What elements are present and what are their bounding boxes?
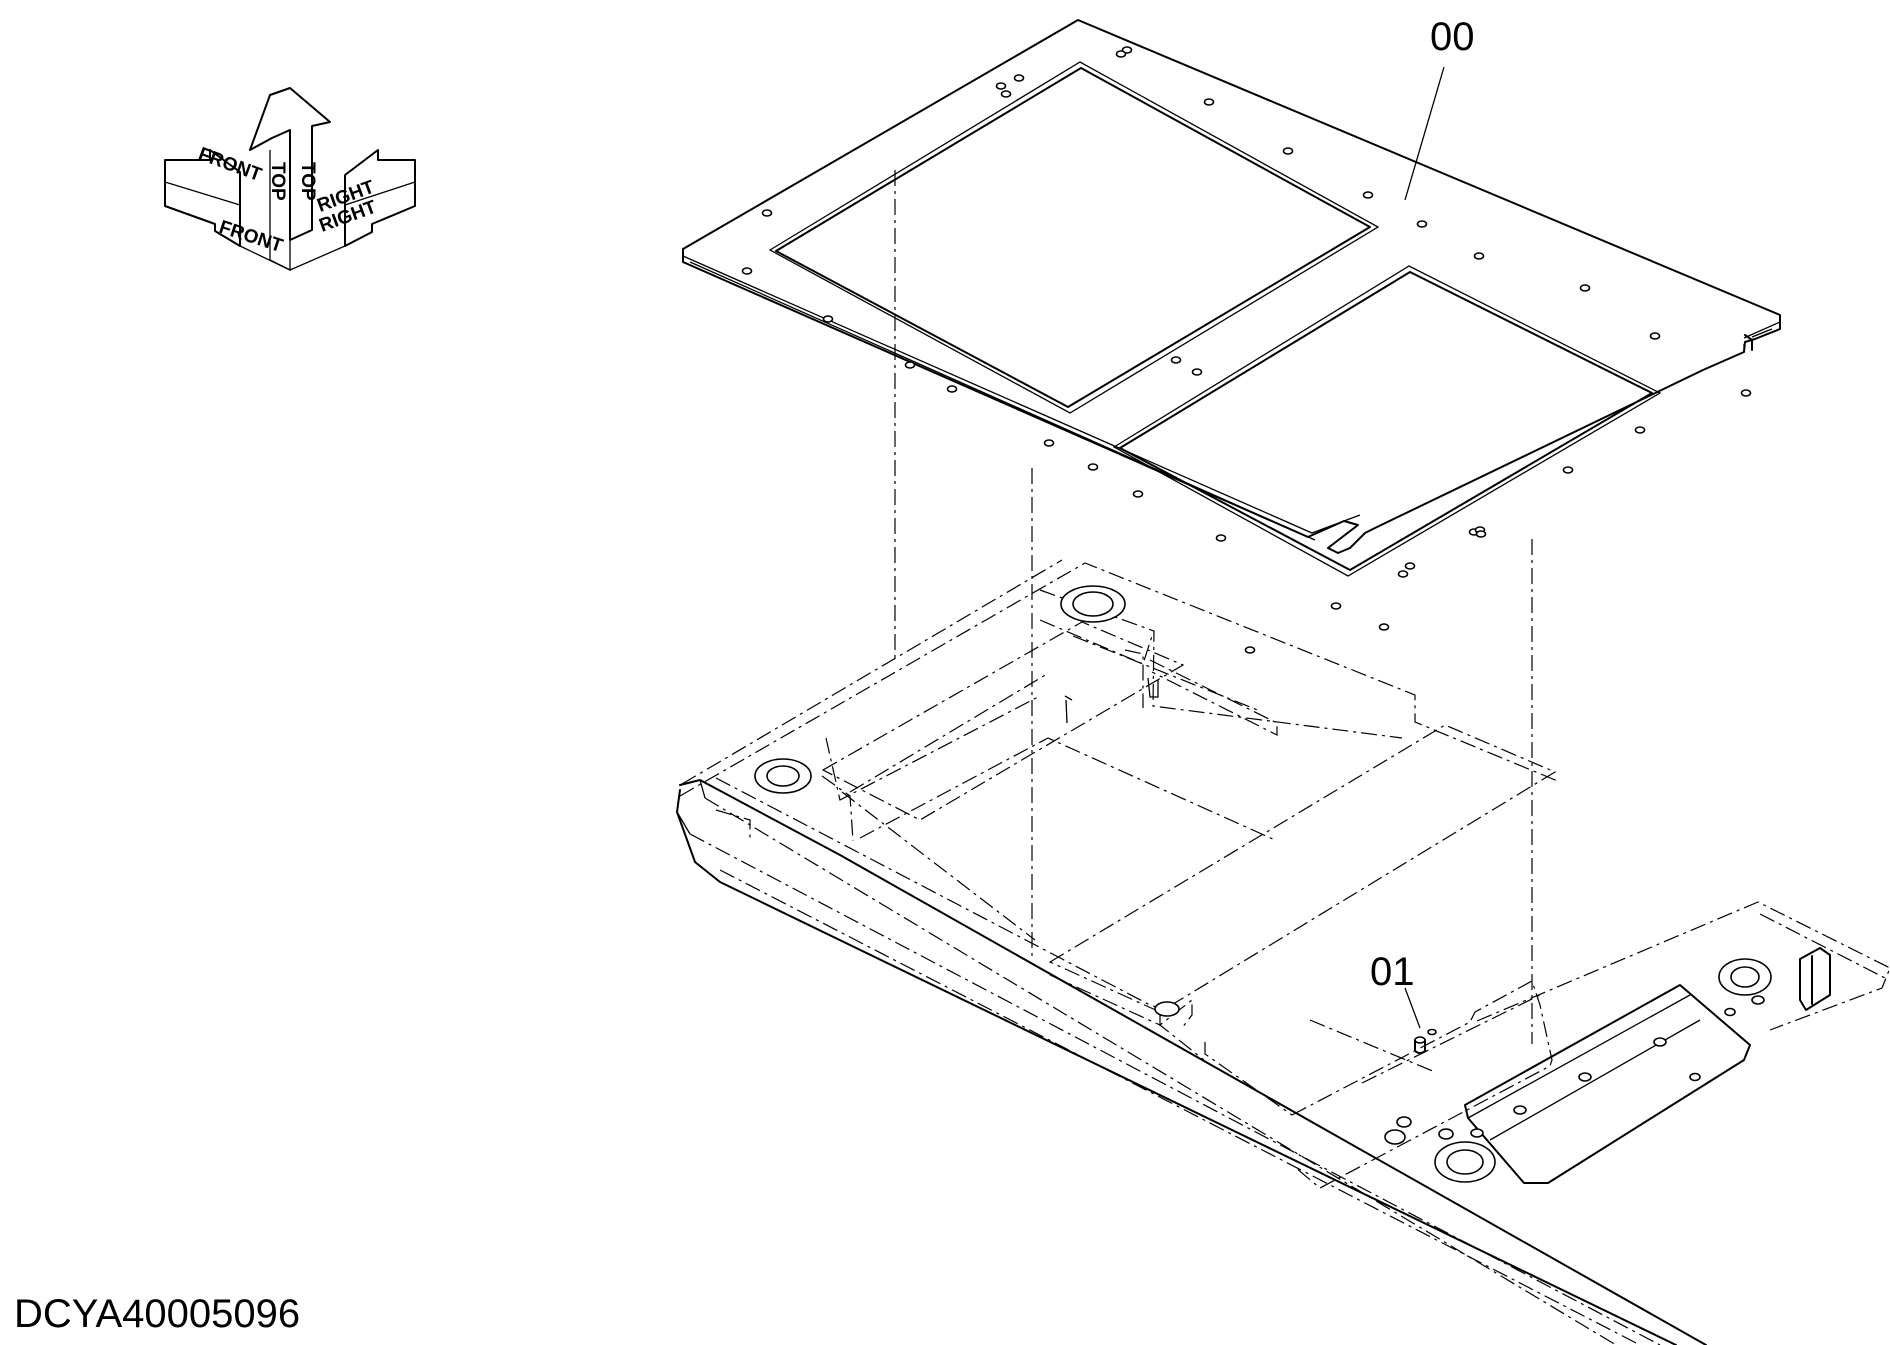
orientation-symbol: FRONT FRONT TOP TOP RIGHT RIGHT	[164, 87, 416, 272]
part-00-floor-plate	[682, 19, 1781, 654]
orientation-front-mirrored-label: FRONT	[196, 144, 265, 186]
base-frame-phantom	[676, 559, 1890, 1345]
plate-bolt-holes	[741, 46, 1752, 654]
callout-00: 00	[1404, 15, 1475, 201]
callout-01: 01	[1370, 950, 1421, 1029]
orientation-top-label: TOP	[267, 162, 288, 201]
part-01-fitting	[1414, 1028, 1437, 1054]
drawing-id-label: DCYA40005096	[14, 1292, 301, 1336]
alignment-lines	[894, 170, 1533, 1044]
callout-00-label: 00	[1430, 15, 1475, 59]
orientation-top-mirrored-label: TOP	[297, 162, 318, 201]
callout-01-label: 01	[1370, 950, 1415, 994]
